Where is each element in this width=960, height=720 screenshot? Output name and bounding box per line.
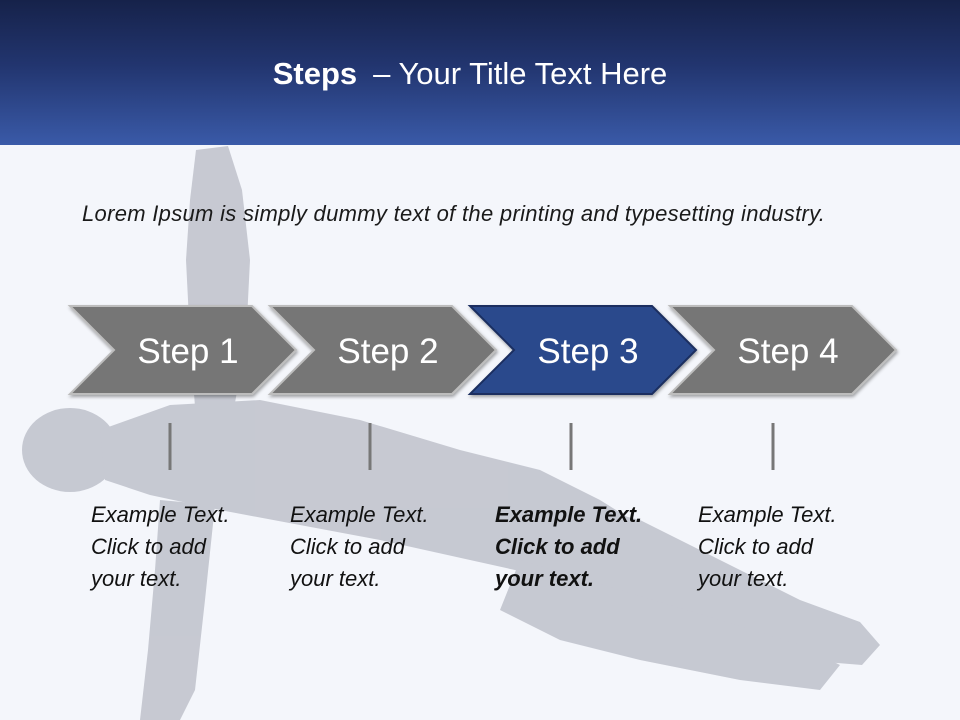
step-1-line-2: Click to add xyxy=(91,534,206,559)
slide-title-rest: – Your Title Text Here xyxy=(373,56,668,91)
step-2-label: Step 2 xyxy=(337,332,438,371)
step-2-chevron[interactable] xyxy=(267,305,498,395)
step-4-line-3: your text. xyxy=(698,566,789,591)
intro-paragraph[interactable]: Lorem Ipsum is simply dummy text of the … xyxy=(82,201,826,226)
title-banner xyxy=(0,0,960,145)
step-3-description[interactable]: Example Text. Click to add your text. xyxy=(495,499,685,595)
step-4-line-1: Example Text. xyxy=(698,502,837,527)
slide-title: Steps – Your Title Text Here xyxy=(0,52,940,96)
step-1-line-1: Example Text. xyxy=(91,502,230,527)
step-2-description[interactable]: Example Text. Click to add your text. xyxy=(290,499,480,595)
step-3-line-2: Click to add xyxy=(495,534,620,559)
step-3-line-3: your text. xyxy=(495,566,595,591)
step-3-label: Step 3 xyxy=(537,332,638,371)
slide-title-bold: Steps xyxy=(272,56,358,91)
step-4-chevron[interactable] xyxy=(667,305,898,395)
step-4-label: Step 4 xyxy=(737,332,838,371)
step-3-chevron[interactable] xyxy=(467,305,698,395)
step-3-line-1: Example Text. xyxy=(495,502,643,527)
step-2-line-2: Click to add xyxy=(290,534,405,559)
step-1-line-3: your text. xyxy=(91,566,182,591)
step-2-line-3: your text. xyxy=(290,566,381,591)
step-1-label: Step 1 xyxy=(137,332,238,371)
step-2-line-1: Example Text. xyxy=(290,502,429,527)
step-1-chevron[interactable] xyxy=(67,305,298,395)
step-1-description[interactable]: Example Text. Click to add your text. xyxy=(91,499,281,595)
step-4-line-2: Click to add xyxy=(698,534,813,559)
step-4-description[interactable]: Example Text. Click to add your text. xyxy=(698,499,888,595)
